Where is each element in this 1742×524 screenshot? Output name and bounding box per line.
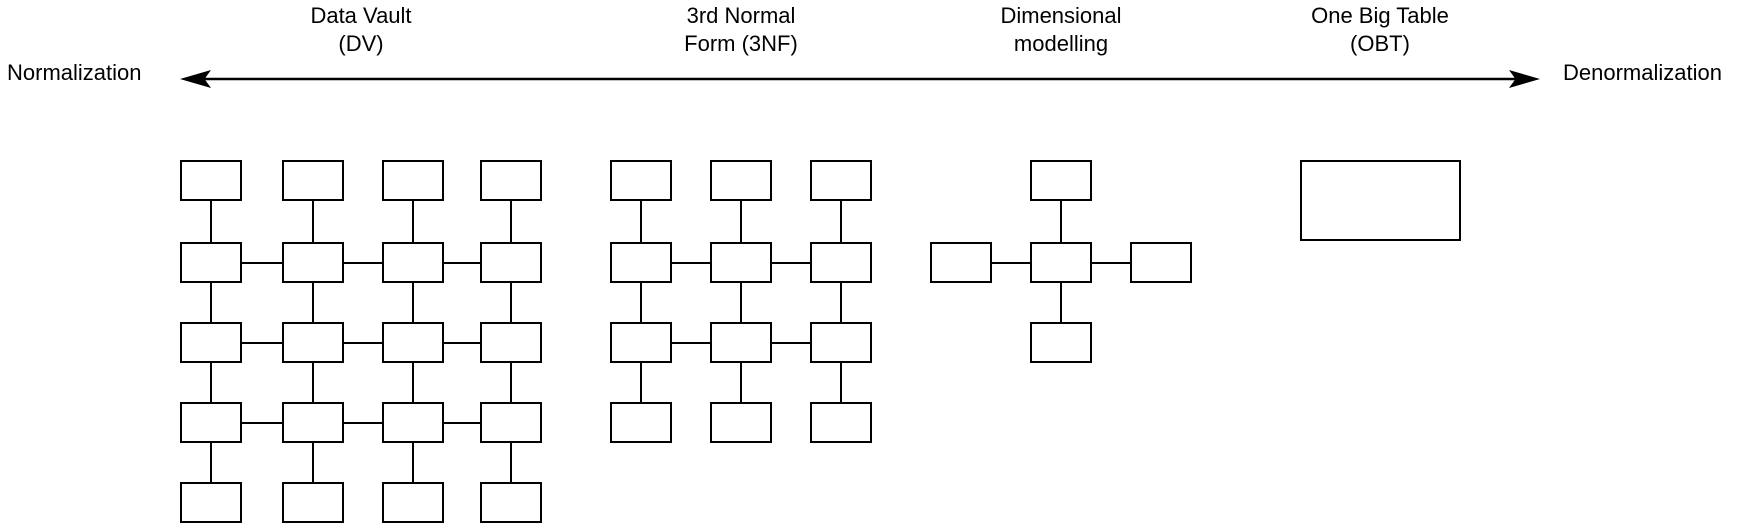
label-data-vault: Data Vault (DV) <box>310 2 411 58</box>
label-line: One Big Table <box>1311 3 1449 28</box>
connector-line <box>344 341 382 344</box>
entity-box <box>710 160 772 201</box>
label-one-big-table: One Big Table (OBT) <box>1311 2 1449 58</box>
entity-box <box>1030 242 1092 283</box>
connector-line <box>444 261 480 264</box>
label-third-normal-form: 3rd Normal Form (3NF) <box>684 2 798 58</box>
entity-box <box>180 482 242 523</box>
connector-line <box>312 283 314 322</box>
entity-box <box>180 160 242 201</box>
entity-box <box>382 402 444 443</box>
entity-box <box>1030 322 1092 363</box>
connector-line <box>672 341 710 344</box>
entity-box <box>180 402 242 443</box>
label-line: (DV) <box>338 31 384 56</box>
connector-line <box>412 201 414 242</box>
entity-box <box>180 242 242 283</box>
connector-line <box>510 443 512 482</box>
entity-box <box>282 242 344 283</box>
double-headed-arrow-icon <box>180 70 1540 88</box>
label-line: modelling <box>1013 31 1109 56</box>
entity-box <box>1030 160 1092 201</box>
entity-box <box>480 242 542 283</box>
entity-box <box>180 322 242 363</box>
connector-line <box>640 283 642 322</box>
connector-line <box>312 363 314 402</box>
connector-line <box>1060 283 1062 322</box>
entity-box <box>382 482 444 523</box>
entity-box <box>810 160 872 201</box>
entity-box <box>480 160 542 201</box>
label-line: Form (3NF) <box>684 31 798 56</box>
connector-line <box>840 201 842 242</box>
entity-box <box>930 242 992 283</box>
connector-line <box>210 443 212 482</box>
connector-line <box>1060 201 1062 242</box>
connector-line <box>510 283 512 322</box>
connector-line <box>210 283 212 322</box>
entity-box <box>282 160 344 201</box>
entity-box <box>810 242 872 283</box>
connector-line <box>210 363 212 402</box>
entity-box <box>480 322 542 363</box>
entity-box <box>710 242 772 283</box>
entity-box <box>1130 242 1192 283</box>
connector-line <box>1092 261 1130 264</box>
entity-box <box>282 402 344 443</box>
connector-line <box>242 341 282 344</box>
label-line: (OBT) <box>1350 31 1410 56</box>
connector-line <box>672 261 710 264</box>
connector-line <box>772 341 810 344</box>
connector-line <box>312 443 314 482</box>
entity-box <box>480 482 542 523</box>
connector-line <box>312 201 314 242</box>
connector-line <box>444 421 480 424</box>
entity-box <box>1300 160 1461 241</box>
entity-box <box>710 402 772 443</box>
connector-line <box>242 261 282 264</box>
connector-line <box>510 363 512 402</box>
entity-box <box>382 160 444 201</box>
axis-label-normalization: Normalization <box>7 60 142 85</box>
entity-box <box>480 402 542 443</box>
label-line: Dimensional <box>1000 3 1122 28</box>
entity-box <box>382 322 444 363</box>
entity-box <box>610 322 672 363</box>
connector-line <box>740 201 742 242</box>
entity-box <box>810 322 872 363</box>
connector-line <box>640 201 642 242</box>
entity-box <box>282 482 344 523</box>
connector-line <box>412 283 414 322</box>
connector-line <box>640 363 642 402</box>
label-dimensional-modelling: Dimensional modelling <box>1000 2 1121 58</box>
connector-line <box>210 201 212 242</box>
label-line: Data Vault <box>310 3 412 28</box>
connector-line <box>740 283 742 322</box>
connector-line <box>510 201 512 242</box>
connector-line <box>740 363 742 402</box>
entity-box <box>382 242 444 283</box>
entity-box <box>610 402 672 443</box>
entity-box <box>610 160 672 201</box>
connector-line <box>840 283 842 322</box>
entity-box <box>610 242 672 283</box>
label-line: 3rd Normal <box>686 3 796 28</box>
connector-line <box>242 421 282 424</box>
entity-box <box>710 322 772 363</box>
connector-line <box>412 363 414 402</box>
axis-label-denormalization: Denormalization <box>1563 60 1722 85</box>
entity-box <box>282 322 344 363</box>
entity-box <box>810 402 872 443</box>
connector-line <box>992 261 1030 264</box>
connector-line <box>412 443 414 482</box>
connector-line <box>344 421 382 424</box>
connector-line <box>772 261 810 264</box>
connector-line <box>840 363 842 402</box>
connector-line <box>444 341 480 344</box>
connector-line <box>344 261 382 264</box>
